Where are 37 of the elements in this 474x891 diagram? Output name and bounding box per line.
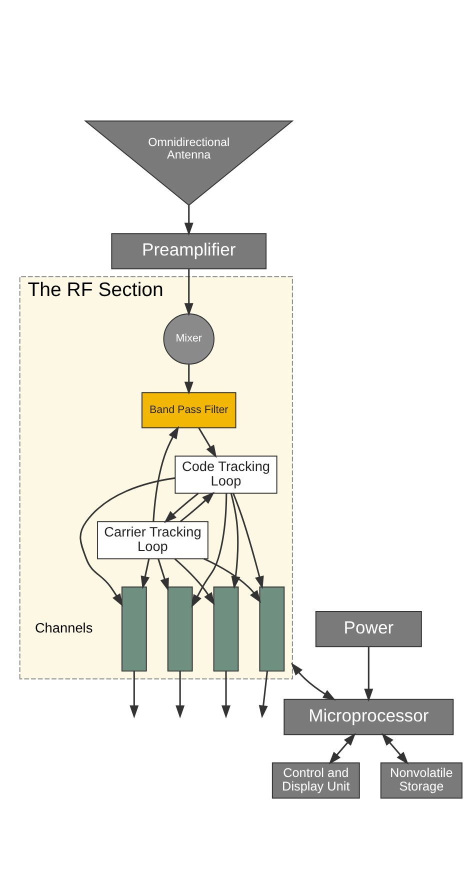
arrow	[258, 671, 268, 718]
node-box: Nonvolatile Storage	[380, 762, 462, 799]
arrow	[232, 493, 264, 590]
node-bar	[121, 586, 147, 672]
label: Channels	[34, 620, 93, 636]
arrow	[328, 733, 356, 765]
arrow	[191, 494, 228, 608]
node-box: Power	[315, 610, 422, 648]
arrow	[382, 733, 409, 765]
node-bar	[259, 586, 285, 672]
arrow	[290, 662, 336, 701]
node-box: Preamplifier	[111, 233, 267, 270]
arrow	[198, 428, 217, 458]
node-box: Band Pass Filter	[142, 392, 236, 428]
arrow	[184, 205, 194, 236]
node-box: Code Tracking Loop	[174, 456, 278, 494]
node-box: Carrier Tracking Loop	[97, 521, 208, 560]
arrow	[152, 426, 179, 522]
arrow	[130, 671, 139, 718]
arrow	[203, 558, 262, 604]
arrow	[140, 558, 150, 590]
node-box: Control and Display Unit	[272, 762, 360, 799]
arrow	[164, 492, 199, 524]
arrow	[174, 558, 215, 606]
arrow	[180, 492, 215, 522]
arrow	[184, 269, 194, 316]
node-box: Microprocessor	[284, 698, 454, 736]
arrow	[158, 558, 169, 592]
arrow	[221, 671, 231, 718]
arrow	[80, 477, 176, 607]
arrow	[364, 647, 374, 702]
arrow	[176, 671, 185, 718]
arrow	[230, 493, 240, 590]
arrow	[184, 364, 194, 395]
node-bar	[167, 586, 193, 672]
node-circle: Mixer	[163, 313, 214, 365]
node-bar	[213, 586, 239, 672]
